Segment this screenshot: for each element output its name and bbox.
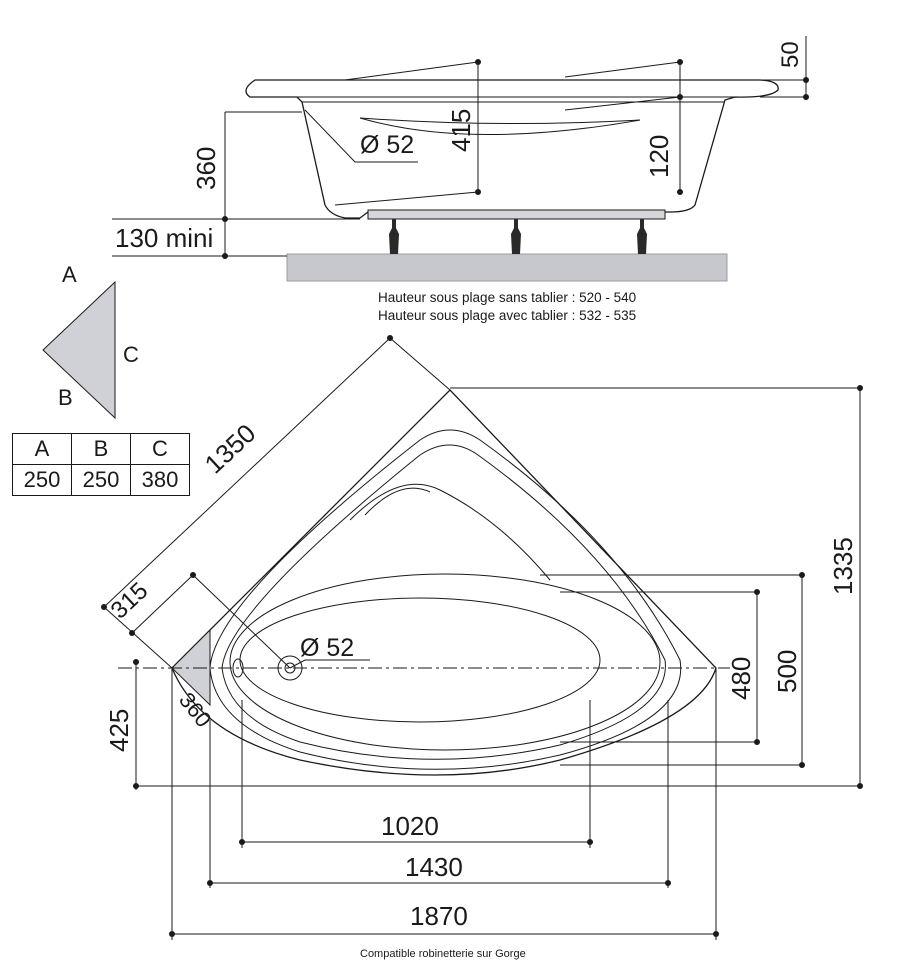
tub-feet <box>389 219 647 254</box>
side-dim-120-label: 120 <box>644 135 674 178</box>
top-dim-1350-label: 1350 <box>199 418 262 479</box>
tub-profile <box>245 79 779 219</box>
triangle-legend: A C B <box>42 262 139 420</box>
basin-inner <box>239 597 601 723</box>
top-dim-315-label: 315 <box>106 577 154 624</box>
side-dim-50-label: 50 <box>777 41 804 68</box>
side-dim-415-label: 415 <box>446 109 476 152</box>
top-dim-1870-label: 1870 <box>410 901 468 931</box>
table-value-c: 380 <box>130 464 190 496</box>
table-value-a: 250 <box>12 464 72 496</box>
triangle-label-c: C <box>123 342 139 367</box>
side-drain-diameter-label: Ø 52 <box>360 131 414 159</box>
side-dim-360-label: 360 <box>191 147 221 190</box>
top-view: Ø 52 1350 315 360 425 1335 <box>101 335 863 960</box>
top-dim-480-label: 480 <box>726 657 756 700</box>
top-dim-425-label: 425 <box>104 709 134 752</box>
table-header-b: B <box>71 433 131 465</box>
table-header-a: A <box>12 433 72 465</box>
basin-outer <box>229 573 661 751</box>
abc-dimension-table: A B C 250 250 380 <box>12 433 190 496</box>
triangle-label-a: A <box>62 262 77 287</box>
tub-base-frame <box>367 209 666 220</box>
table-header-row: A B C <box>12 433 190 465</box>
note-without-apron: Hauteur sous plage sans tablier : 520 - … <box>378 290 636 305</box>
footer-note: Compatible robinetterie sur Gorge <box>360 948 526 960</box>
top-dim-1430-label: 1430 <box>405 852 463 882</box>
table-header-c: C <box>130 433 190 465</box>
side-dim-130-mini-label: 130 mini <box>115 223 213 253</box>
corner-triangle <box>171 628 211 707</box>
table-value-b: 250 <box>71 464 131 496</box>
triangle-label-b: B <box>58 385 73 410</box>
top-dim-1335-label: 1335 <box>828 537 858 595</box>
table-row: 250 250 380 <box>12 464 190 496</box>
triangle-shape <box>42 280 116 420</box>
top-dim-1020-label: 1020 <box>381 811 439 841</box>
note-with-apron: Hauteur sous plage avec tablier : 532 - … <box>378 308 636 323</box>
top-dim-500-label: 500 <box>772 650 802 693</box>
tub-outer-outline <box>171 389 717 776</box>
side-view: Ø 52 415 120 50 360 130 mini Hauteur <box>112 36 809 323</box>
floor-slab <box>286 253 728 282</box>
top-drain-diameter-label: Ø 52 <box>300 634 354 662</box>
